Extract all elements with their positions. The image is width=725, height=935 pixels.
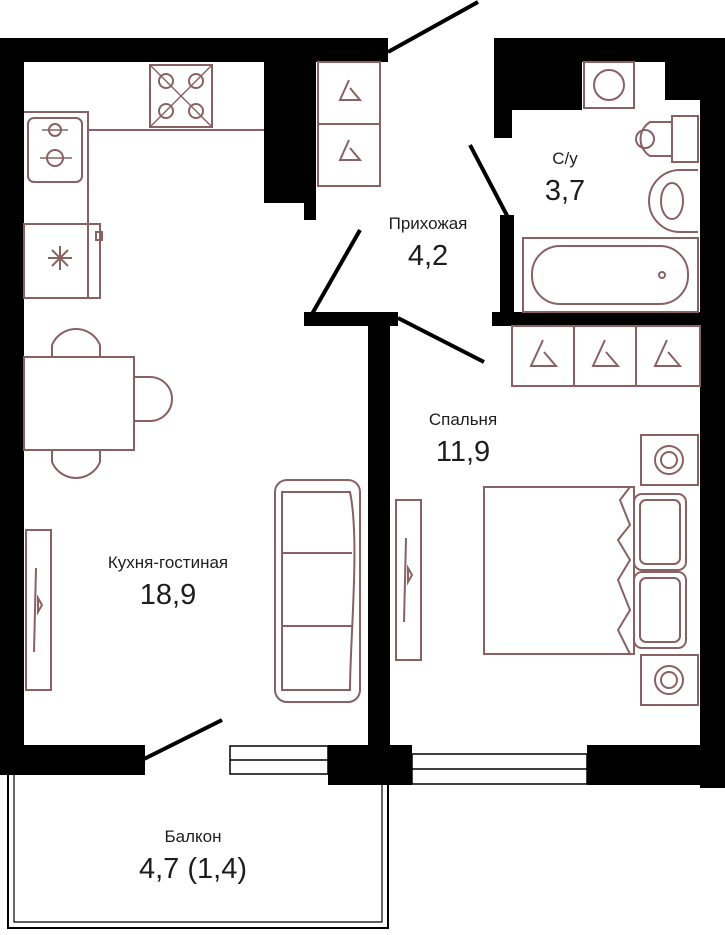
room-name: Прихожая <box>388 214 468 233</box>
hanger-icon <box>529 339 559 367</box>
fridge-snowflake-icon <box>23 223 103 299</box>
wall-bottom-left <box>0 745 145 775</box>
room-area: 4,2 <box>407 240 449 272</box>
room-hallway: Прихожая 4,2 <box>389 214 468 273</box>
room-bedroom: Спальня 11,9 <box>429 410 497 469</box>
bathtub-icon <box>522 237 699 313</box>
hallway-wardrobe <box>317 61 381 187</box>
kitchen-counter <box>23 64 264 299</box>
wall-bath-bottom <box>492 312 725 326</box>
stove-icon <box>149 64 213 128</box>
room-area: 3,7 <box>544 175 586 207</box>
tv-icon <box>25 529 52 691</box>
washing-machine-icon <box>583 61 635 109</box>
tv-icon <box>395 499 422 661</box>
room-kitchen-living: Кухня-гостиная 18,9 <box>108 553 228 612</box>
hanger-icon <box>591 339 621 367</box>
wall-left <box>0 38 24 775</box>
room-name: С/у <box>552 149 578 168</box>
hanger-icon <box>338 139 363 161</box>
wall-hall-pillar <box>264 38 316 203</box>
window-frames <box>229 745 588 785</box>
door-bedroom <box>397 316 485 364</box>
bedroom-wardrobe <box>511 325 701 387</box>
wall-bath-corner <box>504 38 582 110</box>
wall-right <box>700 38 725 788</box>
sink-icon <box>648 169 698 233</box>
nightstands <box>640 434 699 706</box>
door-bathroom <box>468 144 514 226</box>
room-name: Балкон <box>164 827 222 846</box>
lamp-icon <box>654 445 684 475</box>
bed <box>483 486 687 655</box>
hob-icon <box>27 117 83 183</box>
wall-top-left <box>0 38 388 62</box>
door-hall <box>310 229 362 315</box>
bathroom-fixtures <box>522 61 699 313</box>
walls <box>0 38 725 788</box>
door-balcony <box>141 718 223 762</box>
wall-hall-pillar-ext <box>304 190 316 220</box>
lamp-icon <box>654 665 684 695</box>
hanger-icon <box>338 79 363 101</box>
sofa <box>274 479 361 703</box>
hanger-icon <box>653 339 683 367</box>
balcony-outline <box>7 775 389 929</box>
wall-bottom-right <box>587 745 725 785</box>
room-name: Кухня-гостиная <box>107 553 229 572</box>
wall-bath-left <box>500 215 514 325</box>
doors <box>141 0 514 762</box>
room-balcony: Балкон 4,7 (1,4) <box>139 827 247 886</box>
room-area: 11,9 <box>435 436 491 468</box>
room-bathroom: С/у 3,7 <box>545 149 585 208</box>
door-entrance <box>387 0 479 54</box>
wall-bedroom-left <box>368 312 390 747</box>
wall-bottom-mid <box>328 745 412 785</box>
dining-table <box>23 328 173 479</box>
room-area: 18,9 <box>139 579 197 611</box>
toilet-icon <box>635 115 699 163</box>
room-name: Спальня <box>428 410 498 429</box>
room-area: 4,7 (1,4) <box>139 853 247 885</box>
